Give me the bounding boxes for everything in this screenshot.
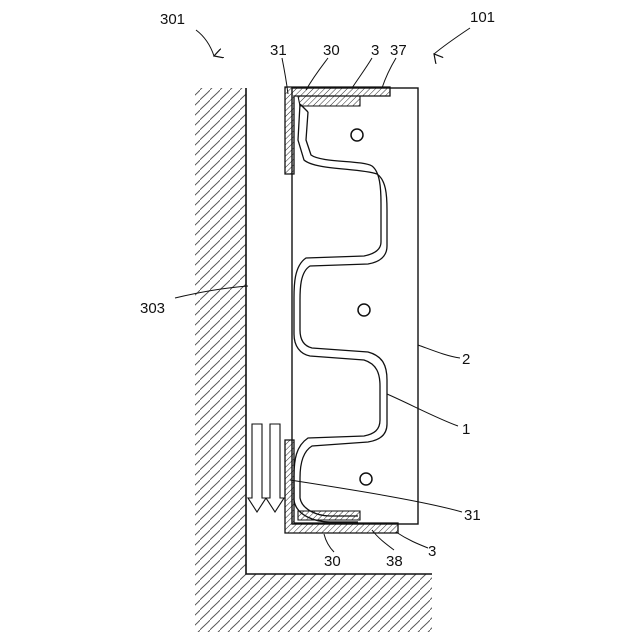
label-3-bottom: 3 (428, 543, 436, 560)
label-3-top: 3 (371, 42, 379, 59)
label-30-bottom: 30 (324, 553, 341, 570)
label-38: 38 (386, 553, 403, 570)
label-30-top: 30 (323, 42, 340, 59)
drainage-arrows (248, 424, 284, 512)
fastener-hole-bottom (360, 473, 372, 485)
label-37: 37 (390, 42, 407, 59)
bottom-bracket (285, 440, 398, 533)
building-wall (195, 88, 432, 632)
label-1: 1 (462, 421, 470, 438)
label-101: 101 (470, 9, 495, 26)
fastener-hole-middle (358, 304, 370, 316)
corrugated-core (294, 104, 387, 522)
label-301: 301 (160, 11, 185, 28)
label-31-top: 31 (270, 42, 287, 59)
label-2: 2 (462, 351, 470, 368)
fastener-hole-top (351, 129, 363, 141)
label-303: 303 (140, 300, 165, 317)
label-31-bottom: 31 (464, 507, 481, 524)
